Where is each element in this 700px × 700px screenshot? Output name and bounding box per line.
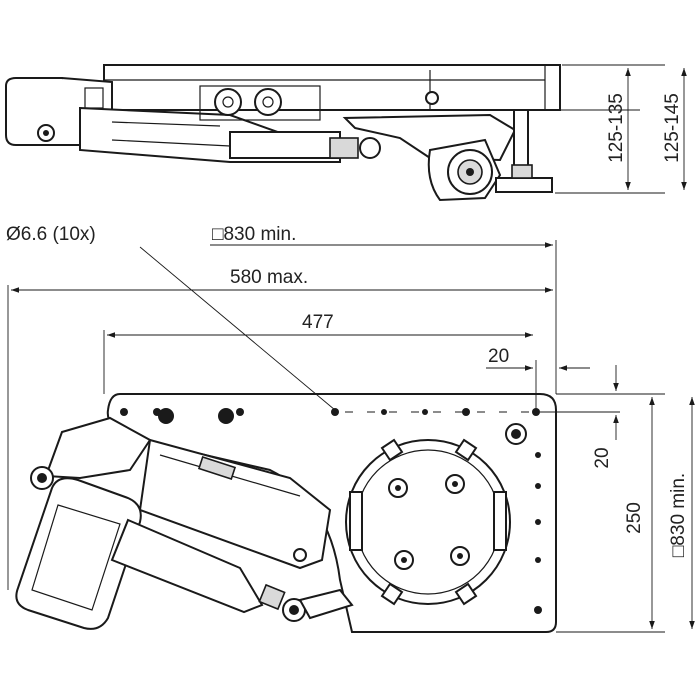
hole-7 xyxy=(462,408,470,416)
motor-rod-joint-center xyxy=(289,605,299,615)
pivot-arm-joint-center xyxy=(37,473,47,483)
hole-6 xyxy=(422,409,428,415)
hole-large-1 xyxy=(158,408,174,424)
turntable-bolt-4-center xyxy=(457,553,463,559)
turntable-bolt-3-center xyxy=(401,557,407,563)
actuator-joint xyxy=(293,548,307,562)
bracket xyxy=(199,85,321,121)
top-view: Ø6.6 (10x) □830 min. 580 max. 477 20 20 … xyxy=(6,224,695,633)
hole-r4 xyxy=(535,557,541,563)
hole-5 xyxy=(381,409,387,415)
label-square-side: □830 min. xyxy=(668,473,689,557)
hole-ring-center xyxy=(511,429,521,439)
hex-nut-left-center xyxy=(222,96,234,108)
label-offset-vertical: 20 xyxy=(592,447,613,468)
hole-r3 xyxy=(535,519,541,525)
motor-link xyxy=(298,588,354,620)
label-square-top: □830 min. xyxy=(212,224,296,245)
support-post xyxy=(513,109,529,169)
turntable-tab-br xyxy=(454,582,478,606)
actuator-rod xyxy=(229,131,341,159)
turntable-clip-right xyxy=(493,491,507,551)
platform-frame xyxy=(103,64,561,111)
hole-3 xyxy=(236,408,244,416)
motor-pivot-center xyxy=(43,130,49,136)
label-side-height-inner: 125-135 xyxy=(606,93,627,163)
platform-bolt xyxy=(425,91,439,105)
hole-r2 xyxy=(535,483,541,489)
hole-r1 xyxy=(535,452,541,458)
rod-end xyxy=(329,137,359,159)
label-plate-height: 250 xyxy=(624,502,645,534)
hole-1 xyxy=(120,408,128,416)
turntable-tab-tr xyxy=(454,438,478,462)
support-foot xyxy=(495,177,553,193)
support-nut xyxy=(511,164,533,179)
side-view: 125-135 125-145 xyxy=(5,64,687,202)
actuator-line-2 xyxy=(111,139,231,147)
linkage-joint xyxy=(359,137,381,159)
hole-large-2 xyxy=(218,408,234,424)
motor-top xyxy=(15,477,142,630)
motor-rod-end xyxy=(258,583,286,611)
label-offset-horizontal: 20 xyxy=(488,346,509,367)
motor-top-face xyxy=(31,504,121,611)
label-width-max: 580 max. xyxy=(230,267,308,288)
actuator-slot xyxy=(197,456,237,480)
label-hole-diameter: Ø6.6 (10x) xyxy=(6,224,96,245)
turntable-tab-bl xyxy=(380,582,404,606)
hex-nut-right-center xyxy=(262,96,274,108)
actuator-line xyxy=(111,121,221,127)
turntable-bolt-1-center xyxy=(395,485,401,491)
leader-hole xyxy=(139,246,336,411)
hole-4 xyxy=(331,408,339,416)
turntable-tab-tl xyxy=(380,438,404,462)
turntable-clip-left xyxy=(349,491,363,551)
motor-body xyxy=(110,518,264,614)
label-hole-span: 477 xyxy=(302,312,334,333)
wheel-axle xyxy=(466,168,474,176)
hole-8 xyxy=(532,408,540,416)
turntable-bolt-2-center xyxy=(452,481,458,487)
hex-nut-right xyxy=(254,88,282,116)
hole-r5 xyxy=(534,606,542,614)
label-side-height-outer: 125-145 xyxy=(662,93,683,163)
hex-nut-left xyxy=(214,88,242,116)
turntable-outer xyxy=(345,439,511,605)
